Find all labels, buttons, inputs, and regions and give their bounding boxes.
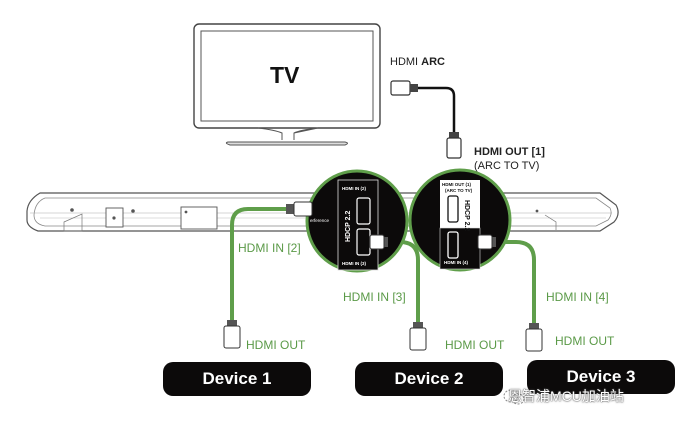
- hdmi-plug-icon: [223, 320, 241, 349]
- plugs: [223, 201, 543, 352]
- wechat-icon: [503, 389, 525, 405]
- soundbar-note: erference: [310, 218, 330, 223]
- hdmi-arc-label: HDMI ARC: [390, 56, 445, 68]
- hdmi-plug-icon: [369, 234, 388, 250]
- hdcp-label-left: HDCP 2.2: [345, 211, 352, 242]
- screw-icon: [70, 208, 74, 212]
- tv-screen: [200, 30, 374, 122]
- arc-cable: [390, 80, 462, 159]
- hdmi-out-1-sub: (ARC TO TV): [474, 160, 540, 172]
- device-1-box: Device 1: [163, 362, 311, 396]
- hdmi-port-icon: [356, 197, 371, 225]
- cable-hdmi-in-2: [230, 207, 292, 320]
- port-panel-left: HDMI IN (2) HDMI IN (3) HDCP 2.2 erferen…: [305, 169, 409, 273]
- hdmi-arc-plug-icon: [390, 80, 411, 96]
- hdcp-label-right: HDCP 2.2: [463, 200, 470, 231]
- tv-stand-base: [225, 141, 348, 146]
- port-right-bottom-label: HDMI IN (4): [444, 260, 469, 265]
- hdmi-plug-icon: [286, 201, 313, 217]
- port-right-top-label: HDMI OUT (1): [442, 182, 471, 187]
- hdmi-plug-icon: [477, 234, 496, 250]
- port-panel-right: HDMI OUT (1) (ARC TO TV) HDMI IN (4) HDC…: [408, 168, 512, 272]
- device-3-box: Device 3: [527, 360, 675, 394]
- tv: [193, 23, 381, 146]
- hdmi-in-3-label: HDMI IN [3]: [343, 290, 406, 304]
- device-2-hdmi-out-label: HDMI OUT: [445, 338, 505, 352]
- tv-stand-neck: [257, 127, 319, 140]
- bracket-slot: [180, 206, 218, 230]
- hdmi-in-4-label: HDMI IN [4]: [546, 290, 609, 304]
- cable-hdmi-in-4: [495, 240, 536, 323]
- watermark-text: 恩智浦MCU加油站: [508, 388, 624, 404]
- hdmi-out-plug-icon: [446, 137, 462, 159]
- device-1-hdmi-out-label: HDMI OUT: [246, 338, 306, 352]
- hdmi-plug-icon: [409, 322, 427, 351]
- port-right-top-sub: (ARC TO TV): [445, 188, 473, 193]
- hdmi-arc-prefix: HDMI: [390, 56, 422, 68]
- hdmi-plug-icon: [525, 323, 543, 352]
- port-left-top-label: HDMI IN (2): [342, 186, 367, 191]
- hdmi-arc-bold: ARC: [421, 56, 446, 68]
- port-left-bottom-label: HDMI IN (3): [342, 261, 367, 266]
- tv-label: TV: [270, 62, 300, 88]
- hdmi-port-icon: [447, 195, 459, 223]
- device-2-box: Device 2: [355, 362, 503, 396]
- hdmi-in-2-label: HDMI IN [2]: [238, 241, 301, 255]
- hdmi-out-1-label: HDMI OUT [1]: [474, 146, 545, 158]
- hdmi-port-icon: [447, 231, 459, 259]
- device-3-hdmi-out-label: HDMI OUT: [555, 334, 615, 348]
